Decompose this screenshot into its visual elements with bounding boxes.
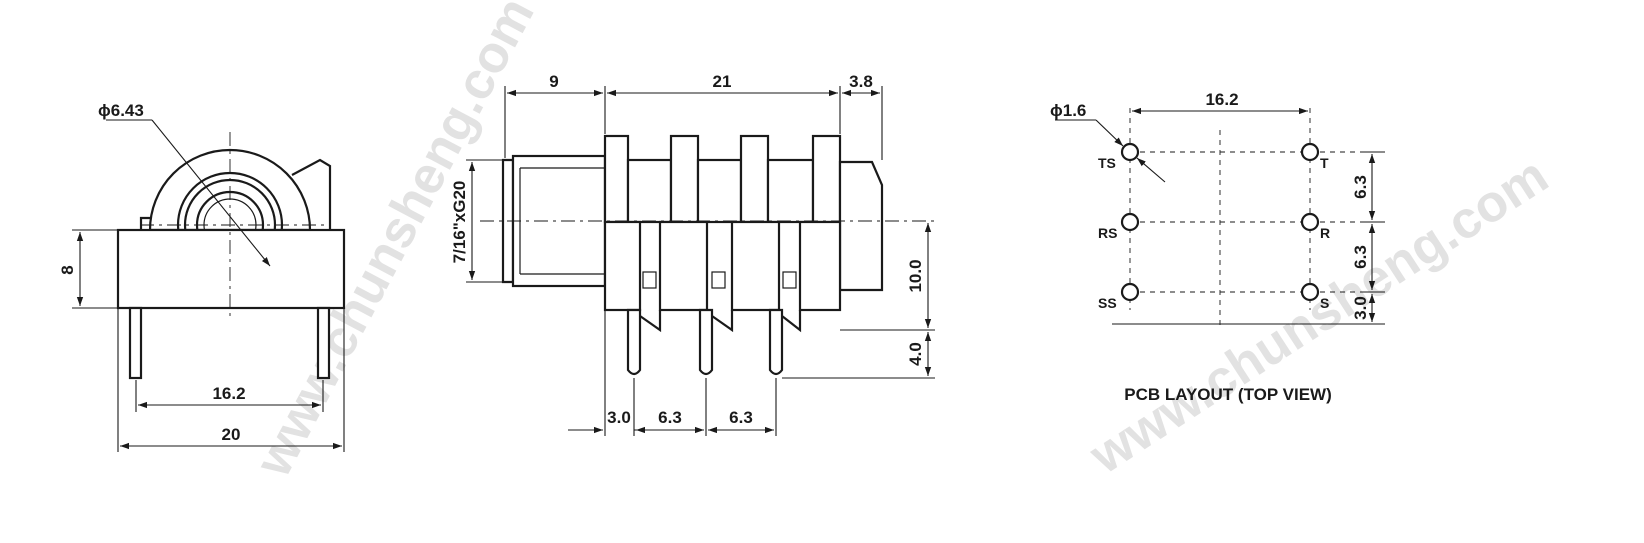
pad-t xyxy=(1300,142,1320,162)
pcb-dim-v1-label: 6.3 xyxy=(1351,175,1370,199)
pcb-pitch-label: 16.2 xyxy=(1205,90,1238,109)
pad-r xyxy=(1300,212,1320,232)
pcb-layout: TS RS SS T R S ϕ1.6 16.2 6.3 6.3 3.0 PCB… xyxy=(1050,90,1385,404)
side-thread-label: 7/16"xG20 xyxy=(450,181,469,264)
pad-label-r: R xyxy=(1320,225,1330,241)
pad-label-ts: TS xyxy=(1098,155,1116,171)
front-dia-label: ϕ6.43 xyxy=(98,101,144,120)
pad-label-rs: RS xyxy=(1098,225,1117,241)
front-height-label: 8 xyxy=(58,265,77,274)
pad-ts xyxy=(1120,142,1140,162)
side-dim-4-label: 4.0 xyxy=(906,342,925,366)
pad-ss xyxy=(1120,282,1140,302)
pad-label-ss: SS xyxy=(1098,295,1117,311)
pcb-hole-label: ϕ1.6 xyxy=(1050,101,1086,120)
side-view: 9 21 3.8 7/16"xG20 10.0 4.0 3.0 6.3 6.3 xyxy=(450,72,935,436)
front-width-label: 20 xyxy=(222,425,241,444)
pad-label-t: T xyxy=(1320,155,1329,171)
side-dim-left-label: 9 xyxy=(549,72,558,91)
side-dim-b1-label: 3.0 xyxy=(607,408,631,427)
pad-rs xyxy=(1120,212,1140,232)
side-dim-right-label: 3.8 xyxy=(849,72,873,91)
pcb-dim-v2-label: 6.3 xyxy=(1351,245,1370,269)
pad-label-s: S xyxy=(1320,295,1329,311)
pcb-dim-v3-label: 3.0 xyxy=(1351,296,1370,320)
watermark-right: www.chunsheng.com xyxy=(1079,146,1558,485)
side-dim-10-label: 10.0 xyxy=(906,259,925,292)
watermark: www.chunsheng.com www.chunsheng.com xyxy=(244,0,1558,487)
pcb-caption: PCB LAYOUT (TOP VIEW) xyxy=(1124,385,1332,404)
side-dim-b2-label: 6.3 xyxy=(658,408,682,427)
front-view: ϕ6.43 8 16.2 20 xyxy=(58,101,346,452)
side-dim-b3-label: 6.3 xyxy=(729,408,753,427)
front-pin-pitch-label: 16.2 xyxy=(212,384,245,403)
pad-s xyxy=(1300,282,1320,302)
side-dim-mid-label: 21 xyxy=(713,72,732,91)
